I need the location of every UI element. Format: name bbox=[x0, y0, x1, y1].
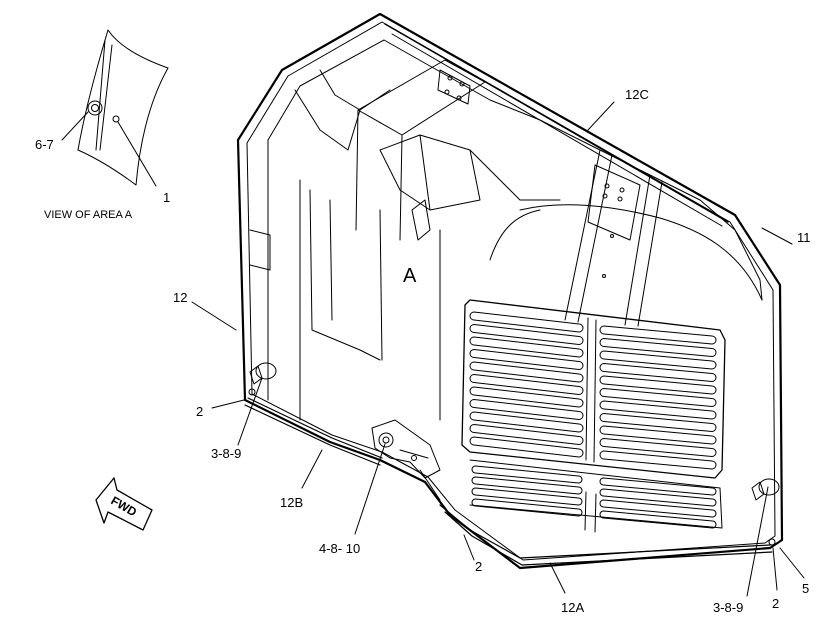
callout-2-mid: 2 bbox=[475, 559, 482, 574]
callout-6-7: 6-7 bbox=[35, 137, 54, 152]
corner-pad-left bbox=[248, 362, 277, 396]
grille-slat-lower-left bbox=[471, 498, 583, 517]
grille-slat-upper-right bbox=[599, 363, 717, 382]
grille-slat-upper-right bbox=[599, 388, 717, 407]
callout-11: 11 bbox=[797, 230, 811, 245]
callout-12a: 12A bbox=[561, 600, 584, 615]
grille-slat-upper-left bbox=[469, 399, 584, 420]
leader-lines bbox=[61, 101, 805, 597]
grille-slat-upper-left bbox=[469, 411, 584, 433]
grille-slat-upper-right bbox=[599, 438, 717, 457]
grille-slat-upper-left bbox=[469, 374, 584, 395]
callout-2-left: 2 bbox=[196, 404, 203, 419]
grille-slat-upper-right bbox=[599, 400, 717, 420]
grille-slat-upper-right bbox=[599, 413, 717, 432]
detail-view-area-a bbox=[77, 29, 169, 186]
grille-slat-upper-left bbox=[469, 311, 584, 333]
callout-5: 5 bbox=[802, 581, 809, 596]
fwd-direction-arrow bbox=[95, 477, 153, 531]
grille-slat-upper-left bbox=[469, 324, 584, 345]
bottom-trim bbox=[244, 397, 773, 566]
callout-3-8-9-right: 3-8-9 bbox=[713, 600, 743, 615]
grille-slat-upper-left bbox=[469, 436, 584, 458]
fwd-arrow-label: FWD bbox=[109, 493, 140, 519]
callout-4-8-10: 4-8- 10 bbox=[319, 541, 360, 556]
grille-slat-lower-right bbox=[599, 488, 717, 507]
callout-3-8-9-left: 3-8-9 bbox=[211, 446, 241, 461]
grille-slat-lower-right bbox=[599, 499, 717, 518]
grille-slat-upper-left bbox=[469, 424, 584, 445]
callout-12c: 12C bbox=[625, 87, 649, 102]
grille-slat-lower-left bbox=[471, 476, 583, 495]
grille-slat-upper-right bbox=[599, 450, 717, 470]
area-a-marker: A bbox=[403, 265, 417, 287]
panel-assembly bbox=[236, 12, 784, 570]
view-title-label: VIEW OF AREA A bbox=[44, 209, 133, 221]
grille-slat-upper-left bbox=[469, 361, 584, 383]
grille-slat-lower-right bbox=[599, 477, 717, 496]
callout-12b: 12B bbox=[280, 495, 303, 510]
callout-1: 1 bbox=[163, 190, 170, 205]
grille-slat-upper-right bbox=[599, 350, 717, 370]
callout-12: 12 bbox=[173, 290, 187, 305]
grille-slat-upper-right bbox=[599, 375, 717, 395]
grille-slat-upper-left bbox=[469, 386, 584, 408]
grille-slats bbox=[469, 311, 717, 529]
grille-slat-upper-left bbox=[469, 349, 584, 370]
grille-slat-upper-right bbox=[599, 338, 717, 357]
corner-pad-right bbox=[751, 478, 780, 546]
grille-slat-lower-left bbox=[471, 487, 583, 506]
grille-slat-upper-left bbox=[469, 336, 584, 358]
grille-slat-lower-right bbox=[599, 510, 717, 529]
hinge-latch bbox=[371, 419, 441, 501]
grille-slat-lower-left bbox=[471, 465, 583, 484]
labels: VIEW OF AREA A A FWD 6-7 1 12C 11 12 2 3… bbox=[35, 87, 811, 615]
callout-2-right: 2 bbox=[772, 596, 779, 611]
grille-slat-upper-right bbox=[599, 425, 717, 445]
grille-slat-upper-right bbox=[599, 325, 717, 345]
